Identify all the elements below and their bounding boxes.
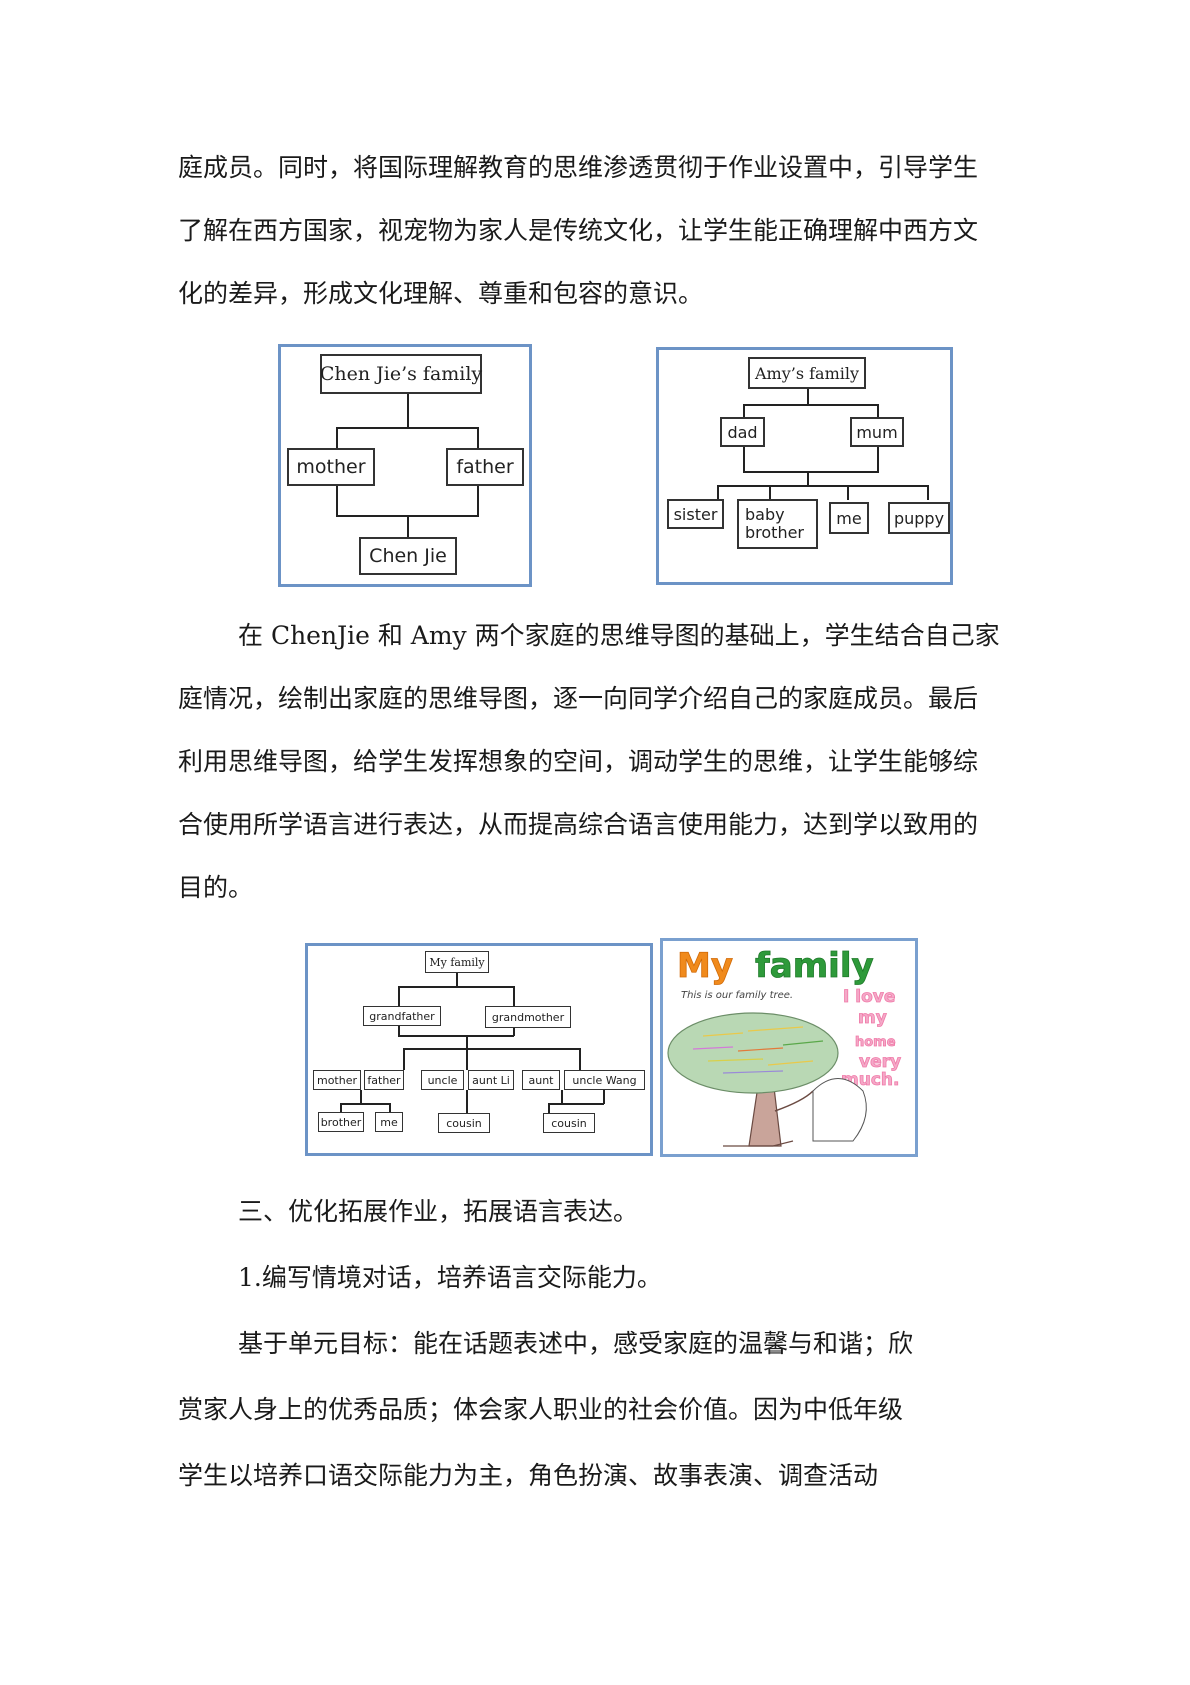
connector — [717, 485, 719, 500]
connector — [403, 1048, 405, 1070]
connector — [847, 485, 849, 500]
baby-brother-line-1: baby — [745, 504, 785, 524]
final-line-2: 赏家人身上的优秀品质；体会家人职业的社会价值。因为中低年级 — [178, 1395, 904, 1424]
connector — [513, 986, 515, 1006]
side-text-line: I love — [843, 987, 895, 1007]
intro-line-1: 庭成员。同时，将国际理解教育的思维渗透贯彻于作业设置中，引导学生 — [178, 153, 979, 182]
map-title-box: My family — [425, 951, 489, 973]
connector — [360, 1090, 362, 1104]
connector — [807, 389, 809, 405]
baby-brother-line-2: brother — [745, 523, 805, 542]
connector — [743, 447, 745, 472]
connector — [603, 1090, 605, 1104]
connector — [398, 986, 514, 988]
connector — [398, 986, 400, 1006]
mum-box: mum — [850, 417, 904, 447]
middle-line-2: 庭情况，绘制出家庭的思维导图，逐一向同学介绍自己的家庭成员。最后 — [178, 684, 979, 713]
grandmother-box: grandmother — [485, 1006, 571, 1028]
connector — [398, 1026, 400, 1036]
connector — [336, 486, 338, 516]
connector — [466, 1090, 468, 1114]
connector — [717, 485, 928, 487]
side-text-line: home — [855, 1035, 896, 1050]
connector — [456, 973, 458, 987]
drawing-title-my: My — [677, 946, 733, 986]
middle-line-5: 目的。 — [178, 873, 254, 902]
intro-line-3: 化的差异，形成文化理解、尊重和包容的意识。 — [178, 279, 704, 308]
connector — [513, 1028, 515, 1036]
family-tree-drawing: My family This is our family tree. I lov… — [660, 938, 918, 1157]
tree-branch — [774, 1090, 814, 1112]
side-text-line: very — [859, 1052, 901, 1072]
connector — [743, 471, 879, 473]
intro-line-2: 了解在西方国家，视宠物为家人是传统文化，让学生能正确理解中西方文 — [178, 216, 979, 245]
connector — [877, 447, 879, 472]
amy-family-mindmap: Amy’s family dad mum sister baby brother… — [656, 347, 953, 585]
connector — [407, 394, 409, 428]
aunt-box: aunt — [522, 1070, 560, 1090]
me-box: me — [375, 1112, 403, 1132]
drawing-side-text: I love my home very much. — [841, 987, 902, 1091]
connector — [548, 1103, 604, 1105]
connector — [398, 1035, 514, 1037]
middle-line-1: 在 ChenJie 和 Amy 两个家庭的思维导图的基础上，学生结合自己家 — [238, 621, 1000, 650]
father-box: father — [446, 448, 524, 486]
tree-scribbles — [692, 1026, 824, 1074]
connector — [407, 515, 409, 538]
puppy-box: puppy — [888, 502, 950, 534]
connector — [561, 1090, 563, 1104]
connector — [466, 1048, 468, 1070]
connector — [927, 485, 929, 500]
brother-box: brother — [318, 1112, 364, 1132]
connector — [340, 1103, 390, 1105]
connector — [579, 1048, 581, 1070]
family-tree-illustration: My family This is our family tree. I lov… — [667, 946, 902, 1147]
connector — [877, 404, 879, 418]
baby-brother-box: baby brother — [737, 499, 818, 549]
cousin-box: cousin — [543, 1113, 595, 1133]
cousin-box: cousin — [438, 1113, 490, 1133]
middle-line-4: 合使用所学语言进行表达，从而提高综合语言使用能力，达到学以致用的 — [178, 810, 979, 839]
final-line-3: 学生以培养口语交际能力为主，角色扮演、故事表演、调查活动 — [178, 1461, 879, 1490]
me-box: me — [829, 502, 869, 534]
uncle-box: uncle — [421, 1070, 464, 1090]
father-box: father — [364, 1070, 404, 1090]
grandfather-box: grandfather — [363, 1006, 441, 1026]
connector — [477, 486, 479, 516]
connector — [477, 427, 479, 449]
drawing-caption: This is our family tree. — [681, 990, 793, 1001]
connector — [389, 1103, 391, 1113]
sister-box: sister — [667, 499, 724, 529]
drawing-doodle — [812, 1078, 867, 1142]
side-text-line: my — [858, 1008, 887, 1028]
ground-line — [723, 1140, 794, 1147]
connector — [403, 1048, 580, 1050]
connector — [743, 404, 745, 418]
connector — [769, 485, 771, 500]
map-title-box: Chen Jie’s family — [320, 354, 482, 394]
drawing-title-family: family — [755, 946, 874, 986]
connector — [340, 1103, 342, 1113]
connector — [336, 427, 338, 449]
middle-line-3: 利用思维导图，给学生发挥想象的空间，调动学生的思维，让学生能够综 — [178, 747, 979, 776]
aunt-li-box: aunt Li — [468, 1070, 514, 1090]
section-heading: 三、优化拓展作业，拓展语言表达。 — [238, 1197, 639, 1226]
final-line-1: 基于单元目标：能在话题表述中，感受家庭的温馨与和谐；欣 — [238, 1329, 914, 1358]
connector — [336, 427, 478, 429]
mother-box: mother — [287, 448, 375, 486]
connector — [743, 404, 878, 406]
connector — [466, 1035, 468, 1049]
mother-box: mother — [313, 1070, 361, 1090]
chen-jie-box: Chen Jie — [359, 537, 457, 575]
map-title-box: Amy’s family — [748, 357, 866, 389]
uncle-wang-box: uncle Wang — [564, 1070, 645, 1090]
tree-foliage — [667, 1012, 839, 1094]
connector — [807, 471, 809, 486]
chen-jie-family-mindmap: Chen Jie’s family mother father Chen Jie — [278, 344, 532, 587]
dad-box: dad — [720, 417, 765, 447]
my-family-mindmap: My family grandfather grandmother mother… — [305, 943, 653, 1156]
sub-heading: 1.编写情境对话，培养语言交际能力。 — [238, 1263, 662, 1292]
